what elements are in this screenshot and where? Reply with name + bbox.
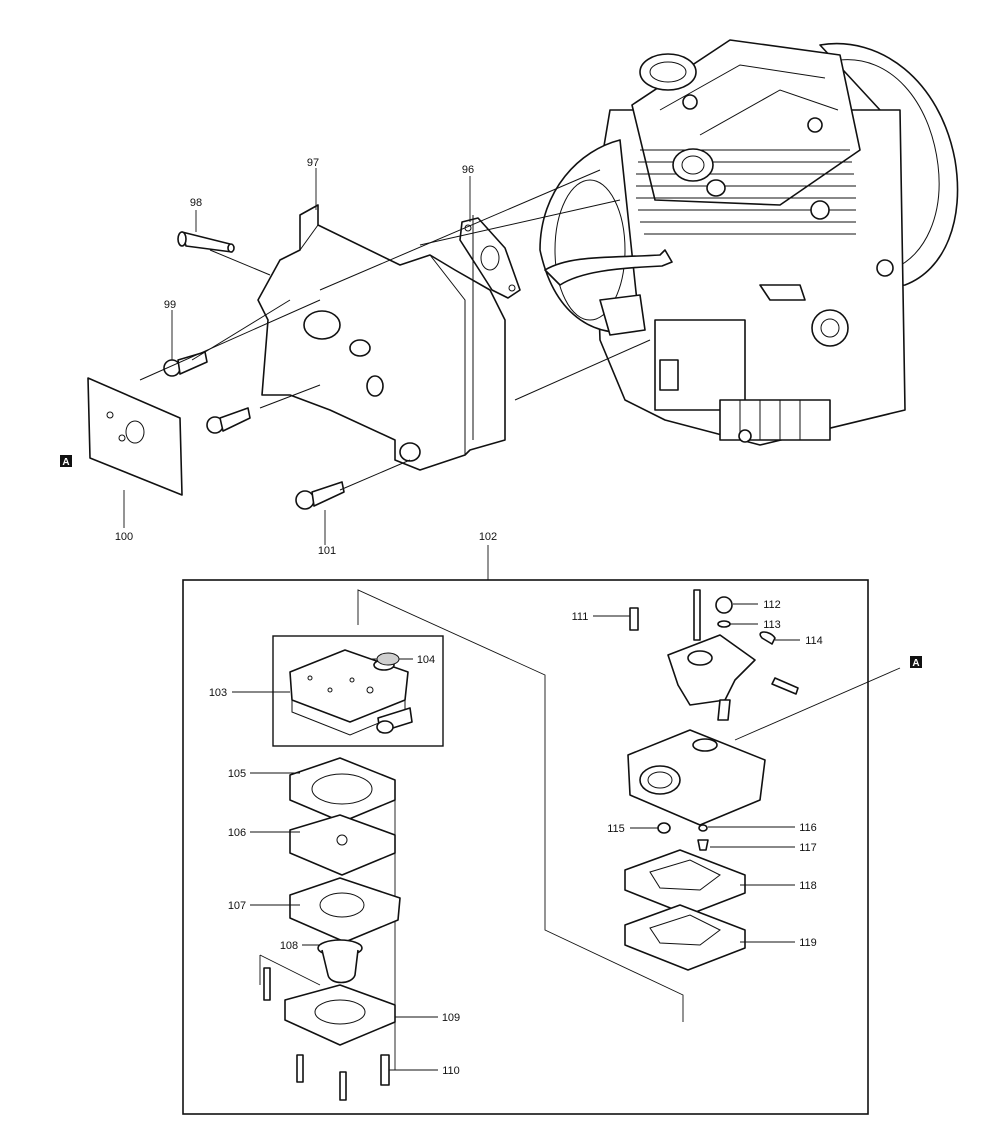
filter-104 xyxy=(376,652,400,666)
label-98: 98 xyxy=(190,197,202,209)
screw-110 xyxy=(380,1054,390,1086)
screw-99 xyxy=(163,351,208,377)
label-116: 116 xyxy=(799,822,817,834)
label-102: 102 xyxy=(479,531,497,543)
screw-intake xyxy=(206,407,251,434)
pin-98 xyxy=(177,231,235,253)
small-parts-115-117 xyxy=(657,822,709,851)
label-111: 111 xyxy=(572,611,589,623)
carburetor-body xyxy=(627,729,766,826)
label-117: 117 xyxy=(799,842,817,854)
diaphragm-119 xyxy=(624,904,746,971)
reference-marker-a-right: A xyxy=(910,656,922,669)
label-96: 96 xyxy=(462,164,474,176)
carburetor-kit-frame xyxy=(182,579,869,1115)
label-118: 118 xyxy=(799,880,817,892)
reference-marker-a-left: A xyxy=(60,455,72,468)
pump-body-103 xyxy=(289,649,413,736)
primer-bulb-108 xyxy=(317,939,363,984)
label-112: 112 xyxy=(763,599,781,611)
diaphragm-106 xyxy=(289,814,396,876)
metering-body-107 xyxy=(289,877,401,943)
label-99: 99 xyxy=(164,299,176,311)
label-109: 109 xyxy=(442,1012,460,1024)
label-103: 103 xyxy=(209,687,227,699)
label-114: 114 xyxy=(805,635,823,647)
label-107: 107 xyxy=(228,900,246,912)
gasket-105 xyxy=(289,757,396,823)
label-106: 106 xyxy=(228,827,246,839)
label-105: 105 xyxy=(228,768,246,780)
assembly-lines xyxy=(139,169,651,491)
gasket-118 xyxy=(624,849,746,916)
label-119: 119 xyxy=(799,937,817,949)
label-113: 113 xyxy=(763,619,781,631)
svg-text:A: A xyxy=(62,457,69,468)
label-110: 110 xyxy=(442,1065,460,1077)
cover-109 xyxy=(284,984,396,1046)
engine-assembly xyxy=(539,39,959,446)
bolt-101 xyxy=(295,481,345,510)
label-104: 104 xyxy=(417,654,435,666)
label-108: 108 xyxy=(280,940,298,952)
label-97: 97 xyxy=(307,157,319,169)
label-100: 100 xyxy=(115,531,133,543)
gasket-96 xyxy=(459,217,521,299)
throttle-assembly xyxy=(629,589,799,721)
svg-text:A: A xyxy=(912,658,919,669)
leader-lines xyxy=(123,168,901,1071)
label-115: 115 xyxy=(607,823,625,835)
screws-109 xyxy=(263,967,347,1101)
repair-kit-frame xyxy=(272,635,444,747)
insulator-97 xyxy=(257,204,506,471)
gasket-100 xyxy=(87,377,183,496)
label-101: 101 xyxy=(318,545,336,557)
